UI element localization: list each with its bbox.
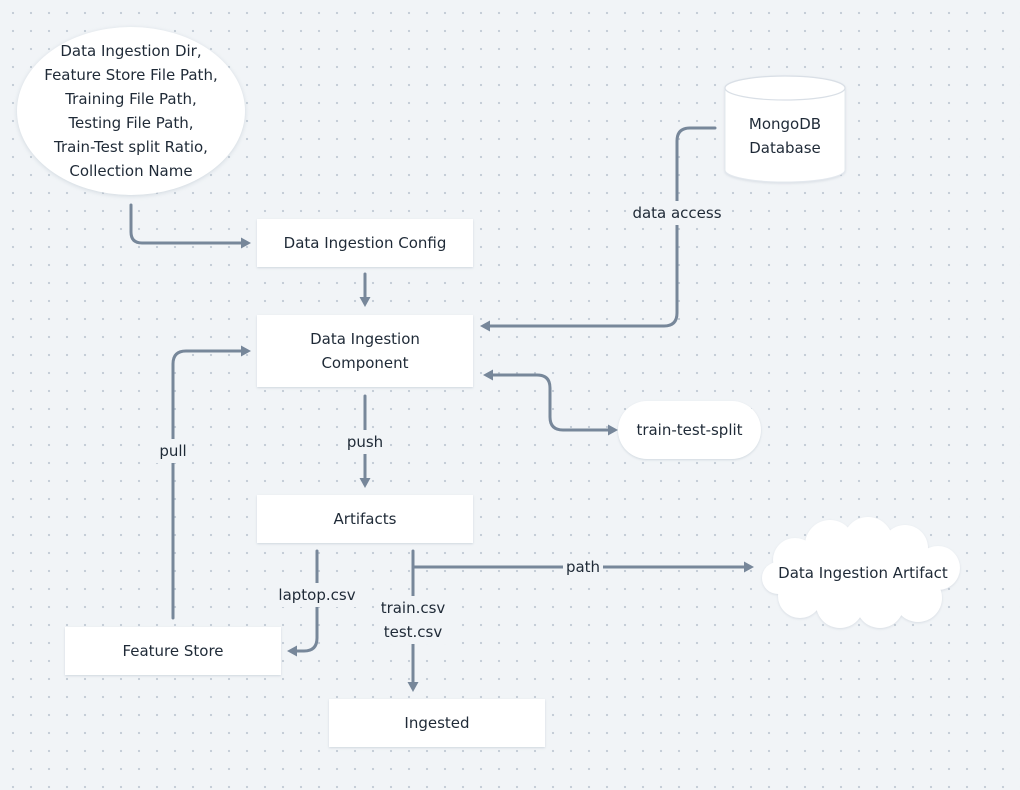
edge-artifacts-to-feature-store <box>293 549 319 653</box>
mongodb-label: MongoDB Database <box>748 115 822 157</box>
edge-label-laptop-csv: laptop.csv <box>274 583 360 607</box>
data-ingestion-artifact-node[interactable]: Data Ingestion Artifact <box>765 558 961 588</box>
config-params-text: Data Ingestion Dir, Feature Store File P… <box>44 42 218 180</box>
artifacts-label: Artifacts <box>333 510 397 528</box>
ingested-label: Ingested <box>404 714 470 732</box>
edge-params-to-config <box>129 203 245 245</box>
data-ingestion-config-node[interactable]: Data Ingestion Config <box>257 219 473 267</box>
ingested-node[interactable]: Ingested <box>329 699 545 747</box>
arrowhead-config <box>241 237 251 249</box>
data-ingestion-component-label: Data Ingestion Component <box>310 330 420 372</box>
data-ingestion-artifact-label: Data Ingestion Artifact <box>778 564 948 582</box>
arrowhead-component-top <box>359 297 371 307</box>
arrowhead-component-right <box>480 320 490 332</box>
edge-label-push: push <box>343 430 387 454</box>
arrowhead-component-left <box>241 345 251 357</box>
edge-label-pull: pull <box>155 439 191 463</box>
train-test-split-label: train-test-split <box>636 421 743 439</box>
edge-label-path: path <box>563 555 603 579</box>
edge-label-data-access: data access <box>628 201 726 225</box>
arrowhead-feature-store <box>287 645 297 657</box>
artifacts-node[interactable]: Artifacts <box>257 495 473 543</box>
edge-mongodb-to-component <box>486 126 717 328</box>
data-ingestion-config-label: Data Ingestion Config <box>283 234 447 252</box>
arrowhead-component-return <box>483 369 493 381</box>
edge-component-train-test-split <box>488 373 612 432</box>
mongodb-node[interactable]: MongoDB Database <box>725 108 845 164</box>
arrowhead-artifacts <box>359 478 371 488</box>
mongodb-database-cylinder[interactable] <box>724 75 846 183</box>
config-params-ellipse[interactable]: Data Ingestion Dir, Feature Store File P… <box>17 27 245 195</box>
data-ingestion-component-node[interactable]: Data Ingestion Component <box>257 315 473 387</box>
arrowhead-ingested <box>407 682 419 692</box>
feature-store-node[interactable]: Feature Store <box>65 627 281 675</box>
feature-store-label: Feature Store <box>122 642 224 660</box>
arrowhead-train-test-split <box>608 424 618 436</box>
arrowhead-cloud <box>744 561 754 573</box>
edge-label-train-test-csv: train.csv test.csv <box>375 596 451 644</box>
data-ingestion-artifact-cloud[interactable] <box>762 517 960 628</box>
train-test-split-node[interactable]: train-test-split <box>618 401 761 459</box>
edge-feature-store-to-component <box>171 349 245 620</box>
